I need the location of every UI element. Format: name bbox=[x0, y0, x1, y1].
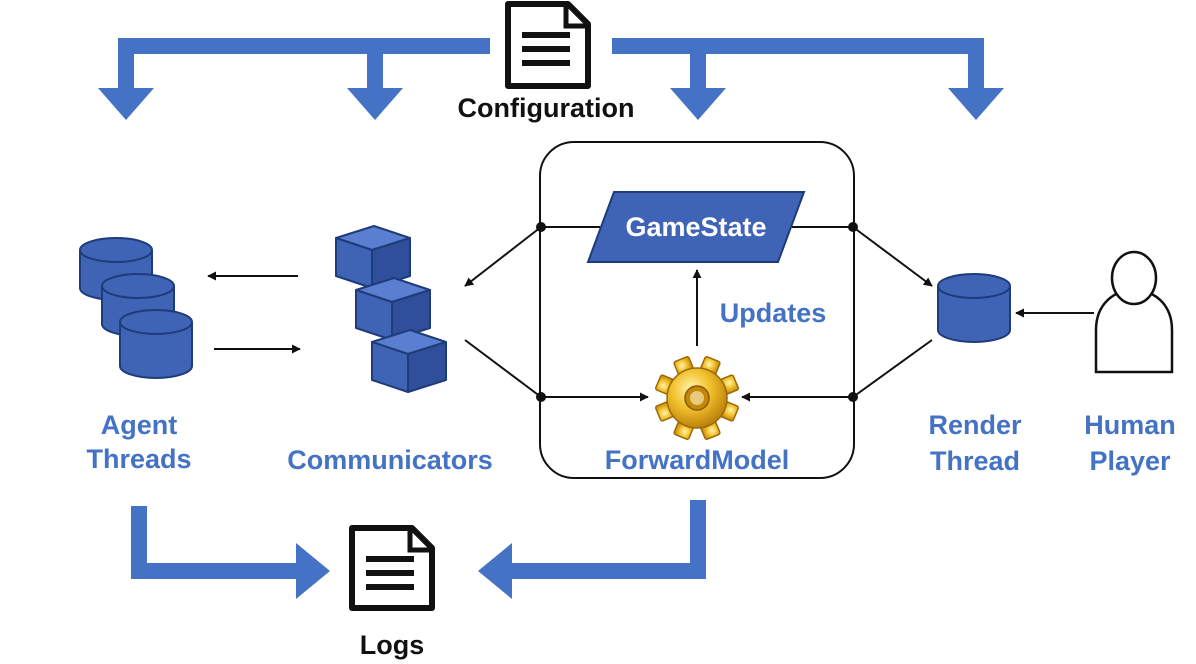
game-engine-container bbox=[539, 141, 855, 479]
render-thread-label-line2: Thread bbox=[930, 446, 1020, 476]
arrow-gamestate-to-communicators bbox=[464, 226, 542, 287]
configuration-arrows bbox=[118, 38, 984, 92]
configuration-document-icon bbox=[505, 1, 591, 89]
line-communicators-to-forward-model bbox=[464, 339, 542, 398]
configuration-label: Configuration bbox=[458, 93, 635, 123]
agent-threads-label-line1: Agent bbox=[101, 410, 178, 440]
logs-arrowhead-right bbox=[478, 543, 512, 599]
cube-1 bbox=[335, 225, 411, 289]
logs-arrow-from-forward-model bbox=[510, 500, 706, 579]
render-thread-icon bbox=[937, 273, 1011, 343]
game-state-shape bbox=[586, 191, 806, 263]
agent-db-3 bbox=[119, 309, 193, 379]
cube-2 bbox=[355, 277, 431, 341]
forward-model-gear-icon bbox=[654, 355, 740, 441]
human-player-label-line1: Human bbox=[1084, 410, 1176, 440]
logs-document-icon bbox=[349, 525, 435, 611]
cube-3 bbox=[371, 329, 447, 393]
communicators-label: Communicators bbox=[287, 445, 493, 475]
logs-arrow-from-agents bbox=[131, 506, 300, 579]
human-player-label-line2: Player bbox=[1089, 446, 1171, 476]
agent-threads-label-line2: Threads bbox=[86, 444, 191, 474]
line-render-thread-to-forward-model bbox=[852, 339, 933, 398]
config-branch-right bbox=[612, 38, 984, 92]
logs-label: Logs bbox=[360, 630, 425, 660]
config-arrowhead-agents bbox=[98, 88, 154, 120]
logs-arrows bbox=[131, 500, 706, 579]
arrow-gamestate-to-render-thread bbox=[852, 226, 933, 287]
render-thread-label-line1: Render bbox=[928, 410, 1022, 440]
agent-threads-icon bbox=[79, 237, 193, 379]
communicators-icon bbox=[335, 225, 447, 393]
logs-arrowheads bbox=[296, 543, 512, 599]
config-arrowhead-forward-model bbox=[670, 88, 726, 120]
configuration-arrowheads bbox=[98, 88, 1004, 120]
config-branch-left bbox=[118, 38, 490, 92]
config-arrowhead-communicators bbox=[347, 88, 403, 120]
updates-label: Updates bbox=[720, 298, 827, 328]
game-state-label: GameState bbox=[625, 212, 766, 242]
forward-model-label: ForwardModel bbox=[605, 445, 790, 475]
logs-arrowhead-left bbox=[296, 543, 330, 599]
config-arrowhead-render bbox=[948, 88, 1004, 120]
human-player-user-icon bbox=[1094, 250, 1174, 374]
